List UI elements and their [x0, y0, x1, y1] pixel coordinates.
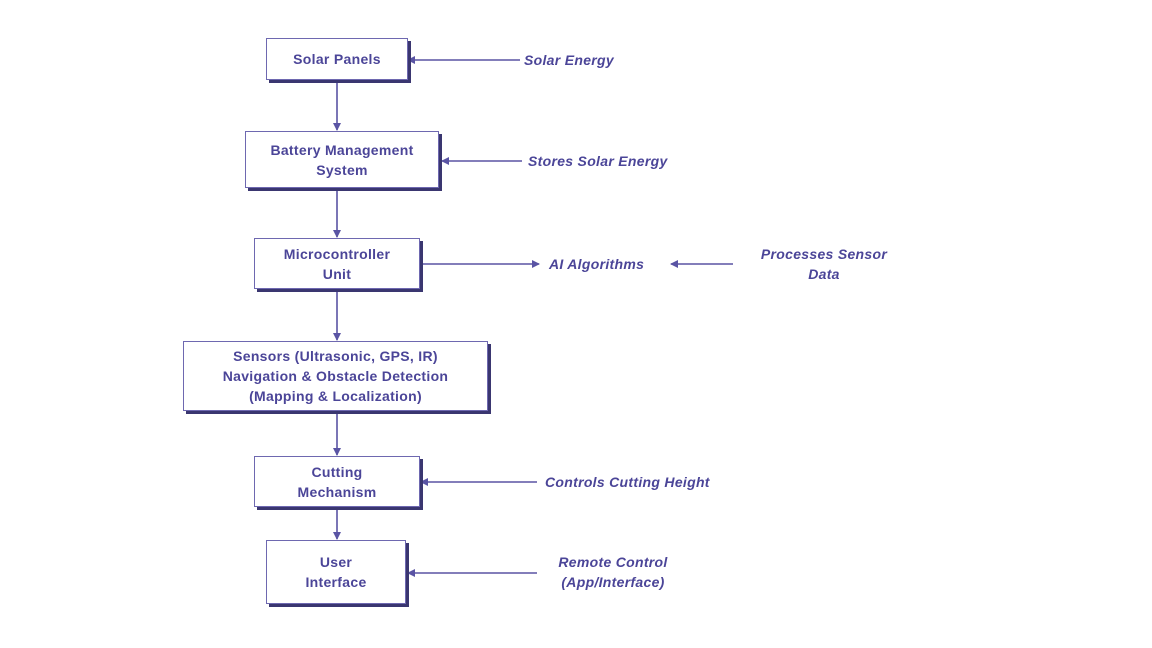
text-line: Microcontroller [283, 245, 391, 262]
stores-solar-energy-label: Stores Solar Energy [528, 151, 668, 171]
remote-control-label: Remote Control (App/Interface) [545, 552, 681, 592]
text-line: System [316, 161, 368, 178]
text-line: Sensors (Ultrasonic, GPS, IR) [233, 348, 438, 364]
text-line: Mechanism [297, 483, 377, 500]
solar-energy-label: Solar Energy [524, 50, 614, 70]
text-line: Solar Energy [524, 52, 614, 68]
text-line: Data [808, 266, 840, 282]
solar-energy-label-text: Solar Energy [524, 50, 614, 70]
solar-panels-box: Solar Panels [266, 38, 408, 80]
ai-algorithms-label: AI Algorithms [549, 254, 644, 274]
sensors-box: Sensors (Ultrasonic, GPS, IR) Navigation … [183, 341, 488, 411]
text-line: (App/Interface) [561, 574, 665, 590]
text-line: Unit [322, 265, 352, 282]
text-line: Controls Cutting Height [545, 474, 710, 490]
text-line: User [319, 554, 353, 570]
remote-control-label-text: Remote Control (App/Interface) [545, 552, 681, 592]
text-line: Cutting [311, 463, 363, 480]
text-line: Remote Control [558, 554, 668, 570]
ai-algorithms-label-text: AI Algorithms [549, 254, 644, 274]
solar-panels-box-text: Solar Panels [293, 49, 381, 69]
text-line: (Mapping & Localization) [249, 388, 422, 404]
stores-solar-energy-label-text: Stores Solar Energy [528, 151, 668, 171]
text-line: AI Algorithms [549, 256, 645, 272]
controls-cutting-height-label-text: Controls Cutting Height [545, 472, 710, 492]
controls-cutting-height-label: Controls Cutting Height [545, 472, 710, 492]
sensors-box-text: Sensors (Ultrasonic, GPS, IR) Navigation … [223, 346, 449, 406]
text-line: Stores Solar Energy [528, 153, 668, 169]
text-line: Interface [305, 574, 367, 590]
text-line: Battery Management [270, 141, 414, 158]
text-line: Processes Sensor [760, 246, 888, 262]
text-line: Solar Panels [293, 51, 381, 67]
text-line: Navigation & Obstacle Detection [222, 368, 449, 384]
